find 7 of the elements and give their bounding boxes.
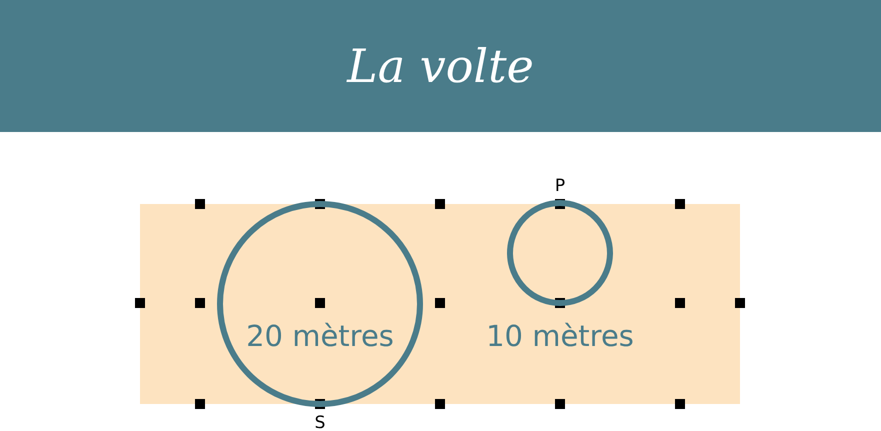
volte-circle — [507, 200, 613, 306]
letter-label: S — [314, 413, 326, 431]
distance-label: 10 mètres — [485, 319, 635, 353]
volte-circle — [217, 201, 423, 407]
distance-label: 20 mètres — [245, 319, 395, 353]
title: La volte — [346, 38, 535, 94]
letter-label: P — [554, 176, 566, 196]
